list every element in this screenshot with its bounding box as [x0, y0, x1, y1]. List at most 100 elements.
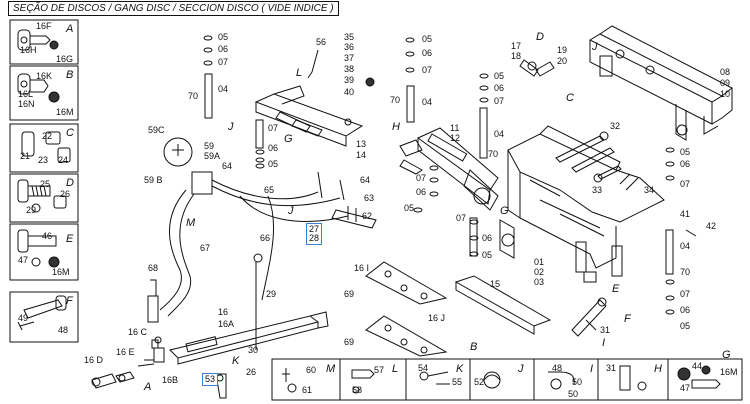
kit-b-label: 16L: [18, 89, 34, 99]
kit-f-label: 49: [18, 313, 29, 323]
callout: 05: [422, 34, 433, 44]
callout: 07: [422, 65, 433, 75]
shaft-lower-center: [469, 217, 479, 257]
callout: 05: [680, 147, 691, 157]
kit-m-label: 61: [302, 385, 313, 395]
callout: 39: [344, 75, 355, 85]
callout: 01: [534, 257, 545, 267]
callout-letter: B: [470, 341, 478, 353]
kit-b-label: 16K: [36, 71, 53, 81]
callout: 68: [148, 263, 159, 273]
callout: 13: [356, 139, 367, 149]
callout: 16 J: [428, 313, 446, 323]
callout-letter: E: [612, 283, 620, 295]
bolt-56: [307, 49, 319, 79]
callout: 06: [494, 83, 505, 93]
kit-c-label: 21: [20, 151, 31, 161]
kit-c-label: 23: [38, 155, 49, 165]
callout: 56: [316, 37, 327, 47]
callout: 62: [362, 211, 373, 221]
top-right-frame: [588, 25, 733, 141]
gang-frame-lower: [137, 253, 329, 367]
kit-b-label: 16M: [56, 107, 74, 117]
callout: 05: [218, 32, 229, 42]
callout-letter: J: [288, 205, 294, 217]
kit-letter-i: I: [590, 363, 594, 375]
callout: 16: [218, 307, 229, 317]
callout: 06: [422, 48, 433, 58]
callout: 70: [390, 95, 401, 105]
main-frame: [499, 125, 665, 283]
drawbar: [399, 127, 499, 211]
callout: 11: [450, 123, 460, 133]
kit-a-label: 16F: [36, 21, 52, 31]
callout: 29: [266, 289, 277, 299]
callout: 59A: [204, 151, 221, 161]
callout: 07: [416, 173, 427, 183]
callout-letter: A: [144, 381, 152, 393]
callout: 16A: [218, 319, 235, 329]
callout: 04: [680, 241, 691, 251]
callout: 17: [511, 41, 522, 51]
callout: 06: [268, 143, 279, 153]
kit-i-label: 48: [552, 363, 563, 373]
callout: 32: [610, 121, 621, 131]
kit-letter-k: K: [456, 363, 464, 375]
kit-k-label: 55: [452, 377, 463, 387]
kit-c-label: 24: [58, 155, 69, 165]
callout: 05: [268, 159, 279, 169]
kit-a-label: 16G: [56, 54, 74, 64]
kit-d-label: 26: [60, 189, 71, 199]
washers-center-left: [413, 165, 439, 213]
callout: 08: [720, 67, 731, 77]
kit-e-label: 47: [18, 255, 29, 265]
callout: 07: [218, 57, 229, 67]
kit-g-label: 44: [692, 361, 703, 371]
kit-letter-l: L: [392, 363, 399, 375]
plate-16j: [365, 315, 448, 357]
callout: 16 C: [128, 327, 148, 337]
callout: 10: [720, 89, 731, 99]
callout: 27: [309, 224, 320, 234]
callout: 09: [720, 78, 731, 88]
callout: 38: [344, 64, 355, 74]
hydraulic-system: [159, 137, 377, 317]
callout: 30: [248, 345, 259, 355]
callout: 19: [557, 45, 568, 55]
callout: 07: [456, 213, 467, 223]
callout: 67: [200, 243, 211, 253]
callout: 59: [204, 141, 215, 151]
callout-letter: G: [500, 205, 509, 217]
callout: 34: [644, 185, 655, 195]
kit-g-label: 16M: [720, 367, 738, 377]
kit-a-label: 16H: [20, 45, 37, 55]
tools-group: [519, 59, 639, 191]
callout: 03: [534, 277, 545, 287]
callout: 06: [680, 305, 691, 315]
callout-letter: J: [228, 121, 234, 133]
kit-c-label: 22: [42, 131, 53, 141]
callout: 02: [534, 267, 545, 277]
callout: 05: [680, 321, 691, 331]
pin-42: [685, 229, 697, 237]
callout: 16 E: [116, 347, 135, 357]
callout: 70: [488, 149, 499, 159]
callout: 35: [344, 32, 355, 42]
kit-letter-f: F: [66, 295, 73, 307]
callout: 26: [246, 367, 257, 377]
shaft-left: [203, 35, 213, 119]
shaft-mid: [255, 119, 265, 169]
highlighted-callout-53: 53: [202, 373, 219, 386]
callout: 63: [364, 193, 375, 203]
kit-box-f: [9, 291, 79, 343]
callout: 06: [416, 187, 427, 197]
callout-letter: M: [186, 217, 196, 229]
callout-letter: J: [592, 41, 598, 53]
section-header: SEÇÃO DE DISCOS / GANG DISC / SECCION DI…: [8, 1, 339, 16]
shaft-right: [665, 147, 675, 315]
kit-d-label: 29: [26, 205, 37, 215]
kit-j-label: 52: [474, 377, 485, 387]
callout: 16B: [162, 375, 179, 385]
callout: 04: [422, 97, 433, 107]
kit-letter-c: C: [66, 127, 74, 139]
